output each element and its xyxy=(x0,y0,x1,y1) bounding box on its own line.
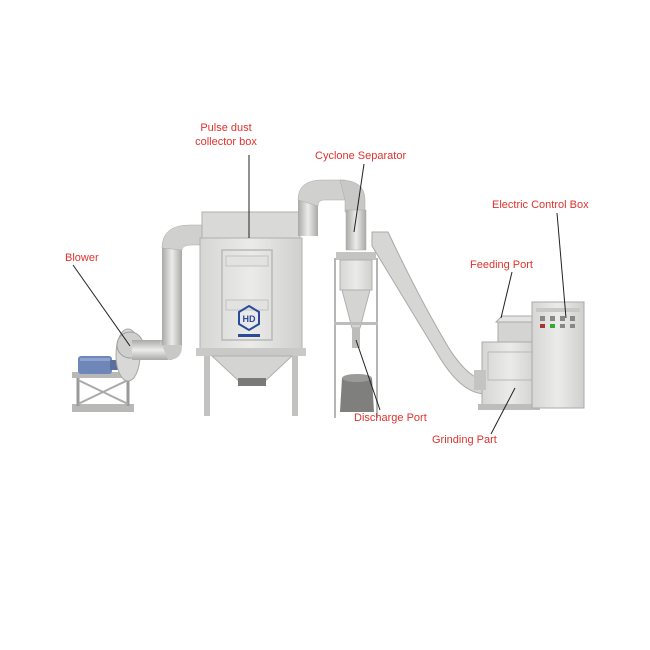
cyclone-separator xyxy=(334,209,378,418)
leader-cyclone xyxy=(353,163,365,233)
electric-control-box xyxy=(531,301,585,409)
pipe-cyclone-grinder xyxy=(371,231,487,395)
leader-discharge xyxy=(355,339,381,411)
hd-logo-icon: HD xyxy=(238,304,260,337)
blower xyxy=(72,328,144,412)
label-cyclone-separator: Cyclone Separator xyxy=(315,150,407,162)
label-grinding-part: Grinding Part xyxy=(432,434,497,446)
pipe-collector-cyclone xyxy=(297,179,366,236)
label-blower: Blower xyxy=(65,252,99,264)
leader-grinding xyxy=(490,387,516,435)
pulse-dust-collector: HD xyxy=(196,211,306,416)
leader-lines xyxy=(72,155,567,435)
svg-text:HD: HD xyxy=(243,314,256,324)
label-electric-control-box: Electric Control Box xyxy=(492,199,589,211)
leader-electric xyxy=(556,212,567,319)
label-discharge-port: Discharge Port xyxy=(354,412,427,424)
leader-blower xyxy=(72,264,131,347)
label-pulse-dust-line1: Pulse dust xyxy=(200,122,252,134)
label-pulse-dust-line2: collector box xyxy=(195,136,257,148)
leader-feeding xyxy=(500,271,513,319)
grinding-machine xyxy=(474,301,585,410)
label-pulse-dust-collector: Pulse dust collector box xyxy=(181,121,271,149)
label-feeding-port: Feeding Port xyxy=(470,259,533,271)
pipe-blower-collector xyxy=(132,224,206,360)
